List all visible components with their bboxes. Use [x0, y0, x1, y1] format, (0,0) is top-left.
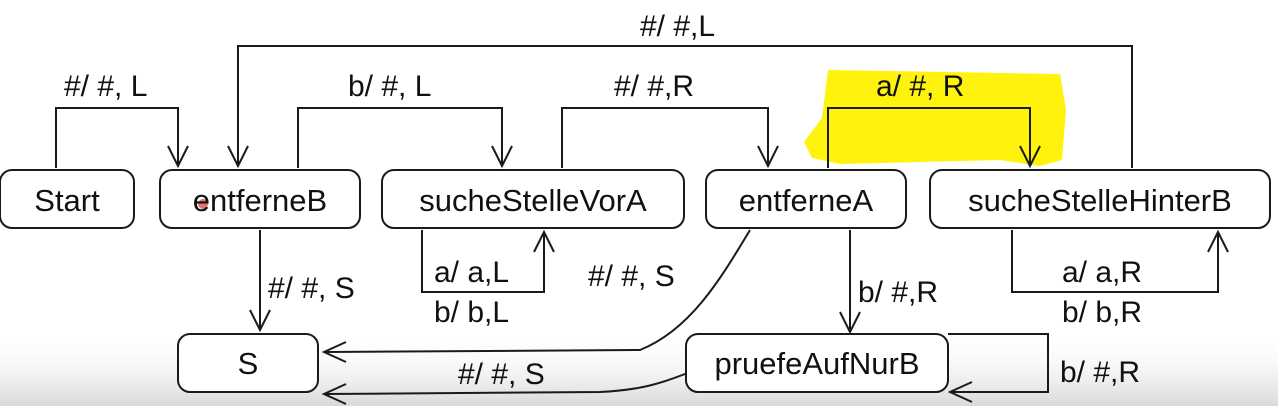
- arrowhead-hinterB-loop: [1207, 229, 1229, 253]
- arrowhead-vorA-loop: [533, 229, 555, 253]
- label-entferneB-vorA: b/ #, L: [348, 70, 431, 103]
- state-pruefe-box: [685, 333, 949, 393]
- state-pruefeAufNurB: pruefeAufNurB: [714, 346, 919, 381]
- arrowhead-entferneA-hinterB: [1019, 145, 1041, 169]
- edge-entferneB-vorA: [297, 107, 503, 168]
- label-start-entferneB: #/ #, L: [64, 70, 147, 103]
- label-pruefe-loop: b/ #,R: [1060, 356, 1140, 389]
- arrowhead-start-entferneB: [167, 145, 189, 169]
- label-entferneB-s: #/ #, S: [268, 272, 355, 305]
- state-sucheStelleHinterB: sucheStelleHinterB: [968, 183, 1232, 218]
- state-entferneA: entferneA: [739, 183, 874, 218]
- edge-entferneA-s: [325, 229, 751, 353]
- edge-hinterB-loop: [1011, 230, 1219, 293]
- state-entferneB-box: [159, 169, 361, 229]
- label-hinterB-loop-b: b/ b,R: [1062, 296, 1142, 329]
- label-pruefe-s: #/ #, S: [458, 358, 545, 391]
- state-entferneB: entferneB: [193, 183, 327, 218]
- edge-hinterB-entferneB: [237, 45, 1133, 168]
- state-vorA-box: [381, 169, 685, 229]
- arrowhead-entferneA-pruefe: [839, 311, 861, 335]
- arrowhead-entferneB-s: [249, 309, 271, 333]
- state-hinterB-box: [929, 169, 1271, 229]
- arrowhead-hinterB-entferneB: [227, 145, 249, 169]
- arrowhead-pruefe-loop: [947, 381, 973, 403]
- state-s-box: [177, 333, 319, 393]
- edge-pruefe-s: [325, 371, 691, 395]
- red-pen-mark: [198, 199, 208, 209]
- arrowhead-pruefe-s: [321, 383, 347, 405]
- arrowhead-vorA-entferneA: [757, 145, 779, 169]
- label-hinterB-entferneB: #/ #,L: [640, 10, 715, 43]
- label-vorA-entferneA: #/ #,R: [614, 70, 694, 103]
- label-entferneA-pruefe: b/ #,R: [858, 276, 938, 309]
- arrowhead-entferneB-vorA: [491, 145, 513, 169]
- edge-start-entferneB: [55, 107, 179, 168]
- state-entferneA-box: [705, 169, 907, 229]
- label-vorA-loop-b: b/ b,L: [434, 296, 509, 329]
- edge-vorA-loop: [421, 230, 545, 293]
- edge-entferneA-hinterB: [827, 107, 1031, 168]
- state-sucheStelleVorA: sucheStelleVorA: [419, 183, 647, 218]
- edge-pruefe-loop: [948, 333, 1049, 393]
- highlight-marker: [804, 70, 1066, 166]
- label-vorA-loop-a: a/ a,L: [434, 256, 509, 289]
- state-s: S: [238, 346, 259, 381]
- label-hinterB-loop-a: a/ a,R: [1062, 256, 1142, 289]
- arrowhead-entferneA-s: [321, 341, 347, 363]
- state-start-box: [0, 169, 135, 229]
- edge-vorA-entferneA: [561, 107, 769, 168]
- state-start: Start: [34, 183, 100, 218]
- label-entferneA-hinterB: a/ #, R: [876, 70, 964, 103]
- label-entferneA-s: #/ #, S: [588, 260, 675, 293]
